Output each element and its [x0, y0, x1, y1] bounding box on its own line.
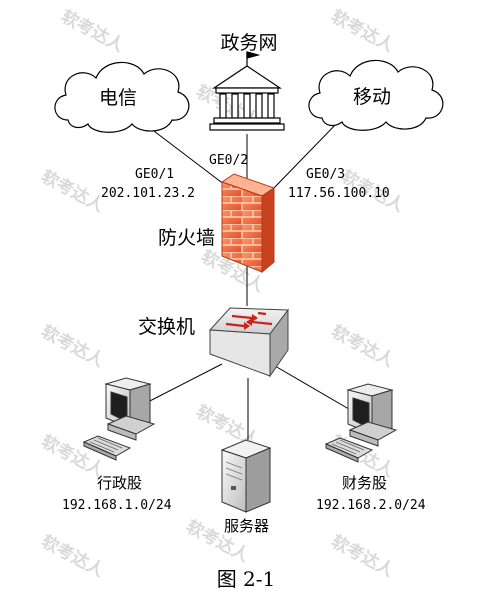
admin-subnet-label: 192.168.1.0/24: [62, 498, 172, 513]
figure-caption: 图 2-1: [217, 567, 276, 591]
link-telecom-firewall: [149, 127, 226, 186]
mobile-label: 移动: [353, 86, 391, 108]
firewall-icon: [220, 173, 276, 274]
telecom-label: 电信: [99, 87, 137, 109]
watermark-text: 软考达人: [328, 321, 399, 372]
watermark-text: 软考达人: [38, 531, 109, 582]
switch-icon: [208, 307, 289, 378]
watermark-text: 软考达人: [38, 321, 109, 372]
watermark-text: 软考达人: [328, 6, 399, 57]
finance-subnet-label: 192.168.2.0/24: [316, 498, 426, 513]
government-network-label: 政务网: [220, 32, 277, 54]
server-label: 服务器: [224, 517, 269, 535]
watermark-text: 软考达人: [58, 6, 129, 57]
link-switch-finance: [274, 365, 355, 413]
admin-pc-icon: [82, 377, 156, 461]
firewall-label: 防火墙: [158, 227, 215, 249]
geo3-interface-label: GE0/3: [306, 167, 345, 182]
finance-department-label: 财务股: [342, 474, 387, 492]
connection-lines: [141, 119, 355, 440]
mobile-cloud-icon: 移动: [308, 59, 444, 131]
watermark-text: 软考达人: [38, 166, 109, 217]
geo2-interface-label: GE0/2: [209, 153, 248, 168]
server-icon: [220, 439, 272, 513]
government-building-icon: [209, 51, 285, 131]
geo1-ip-label: 202.101.23.2: [101, 186, 195, 201]
switch-label: 交换机: [138, 316, 195, 338]
link-switch-admin: [141, 363, 223, 406]
geo1-interface-label: GE0/1: [135, 167, 174, 182]
finance-pc-icon: [324, 383, 398, 463]
telecom-cloud-icon: 电信: [54, 61, 190, 133]
geo3-ip-label: 117.56.100.10: [288, 186, 390, 201]
link-mobile-firewall: [271, 119, 341, 191]
admin-department-label: 行政股: [97, 474, 142, 492]
watermark-text: 软考达人: [328, 531, 399, 582]
